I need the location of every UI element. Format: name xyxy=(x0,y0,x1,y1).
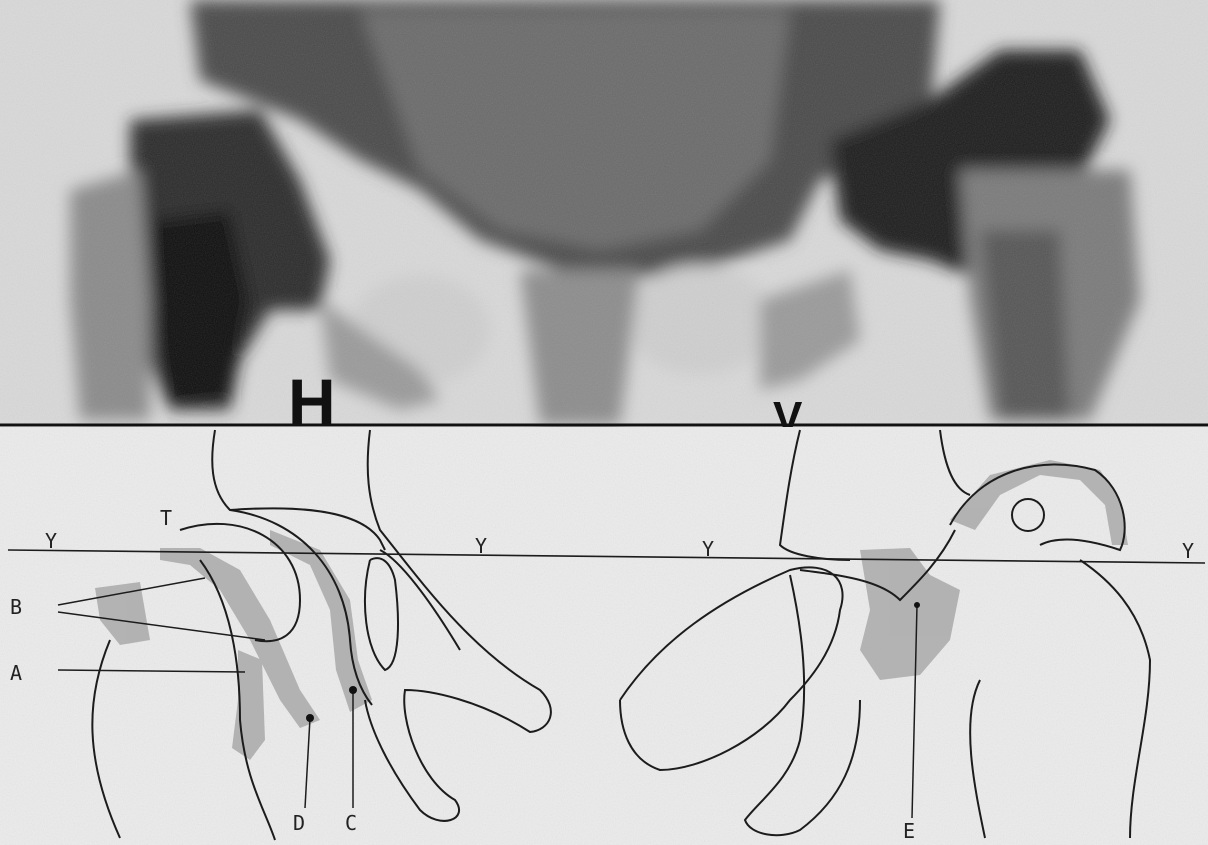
label-d: D xyxy=(293,811,305,835)
dot-e xyxy=(914,602,920,608)
radiograph-photo: H V xyxy=(0,0,1208,442)
y-label-3: Y xyxy=(702,537,714,561)
label-e: E xyxy=(903,819,915,843)
label-t: T xyxy=(160,506,172,530)
y-label-2: Y xyxy=(475,534,487,558)
dot-c xyxy=(349,686,357,694)
dot-d xyxy=(306,714,314,722)
label-c: C xyxy=(345,811,357,835)
label-b: B xyxy=(10,595,22,619)
label-a: A xyxy=(10,661,22,685)
tracing-diagram: Y Y Y Y T B A D C E xyxy=(0,427,1208,845)
y-label-1: Y xyxy=(45,529,57,553)
y-label-4: Y xyxy=(1182,539,1194,563)
